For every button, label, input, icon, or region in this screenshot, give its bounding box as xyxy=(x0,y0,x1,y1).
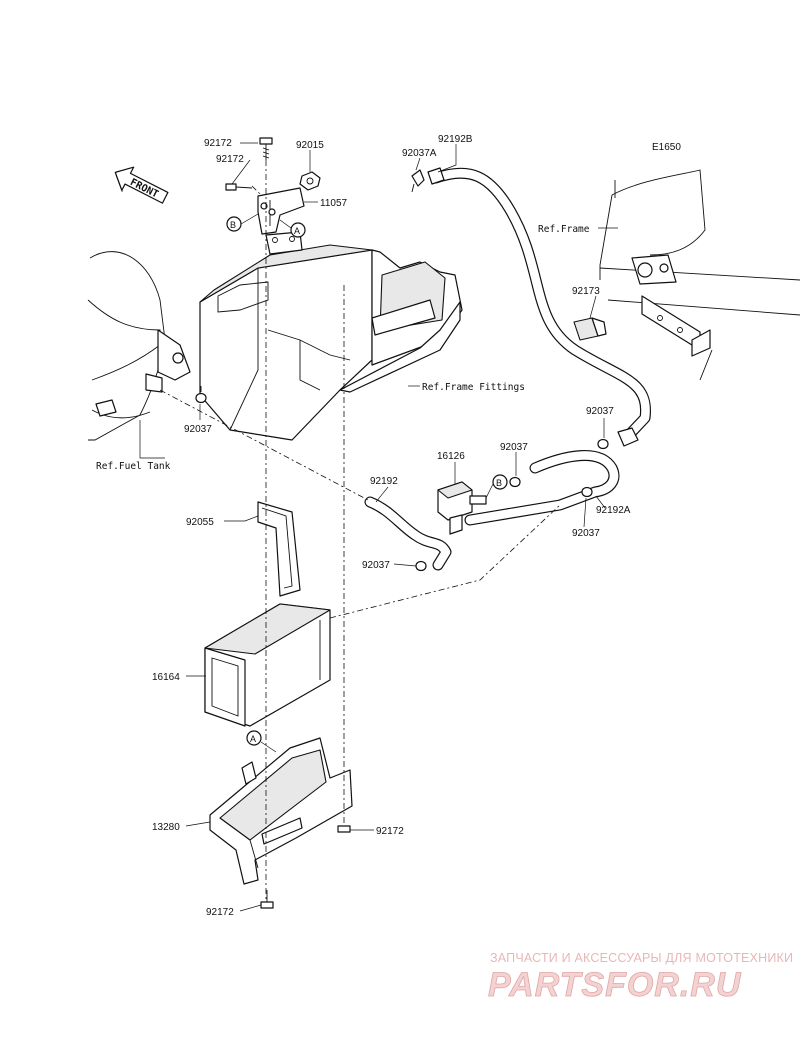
marker-a-top-text: A xyxy=(294,226,300,236)
label-92037-mid: 92037 xyxy=(362,560,390,571)
label-92037-valve: 92037 xyxy=(500,442,528,453)
label-92192: 92192 xyxy=(370,476,398,487)
hose-92192b xyxy=(427,167,652,447)
hose-92192a xyxy=(464,450,620,526)
marker-b-top: B xyxy=(226,213,259,232)
bracket-11057 xyxy=(257,187,305,235)
marker-a-bottom-text: A xyxy=(250,734,256,744)
nut-92015 xyxy=(299,171,321,191)
label-92037-left: 92037 xyxy=(184,424,212,435)
watermark: ЗАПЧАСТИ И АКСЕССУАРЫ ДЛЯ МОТОТЕХНИКИ PA… xyxy=(488,951,793,1004)
hose-92192 xyxy=(364,496,452,571)
clamp-92037a xyxy=(411,169,425,193)
frame-outline xyxy=(599,169,800,381)
ref-fuel-tank: Ref.Fuel Tank xyxy=(96,461,171,472)
label-92015: 92015 xyxy=(296,140,324,151)
label-11057: 11057 xyxy=(320,198,348,209)
label-92172-bottom: 92172 xyxy=(206,907,234,918)
bolt-92172-right xyxy=(337,825,351,833)
clamp-92037-mid xyxy=(415,560,427,572)
assembly-lines xyxy=(159,160,561,900)
diagram-code: E1650 xyxy=(652,142,681,153)
clamp-92037-lower-right xyxy=(581,486,593,498)
label-92037-right: 92037 xyxy=(586,406,614,417)
label-92055: 92055 xyxy=(186,517,214,528)
watermark-logo: PARTSFOR.RU xyxy=(488,966,742,1004)
label-92192a: 92192A xyxy=(596,505,631,516)
bolt-92172-top xyxy=(259,137,273,160)
leader-lines xyxy=(185,142,618,912)
clamp-92037-valve xyxy=(509,476,521,488)
marker-a-top: A xyxy=(279,219,306,238)
clamp-92037-left xyxy=(195,386,207,404)
tray-13280 xyxy=(209,737,353,885)
label-92192b: 92192B xyxy=(438,134,473,145)
marker-a-bottom: A xyxy=(246,730,277,753)
label-92172-mid: 92172 xyxy=(216,154,244,165)
label-92037-lower-right: 92037 xyxy=(572,528,600,539)
label-92037a: 92037A xyxy=(402,148,437,159)
grommet-92173 xyxy=(573,317,607,341)
frame-fittings-bracket xyxy=(199,231,463,441)
ref-frame: Ref.Frame xyxy=(538,224,590,235)
label-92172-right: 92172 xyxy=(376,826,404,837)
watermark-tagline: ЗАПЧАСТИ И АКСЕССУАРЫ ДЛЯ МОТОТЕХНИКИ xyxy=(490,951,793,965)
fuel-tank-outline xyxy=(87,251,191,459)
valve-16126 xyxy=(437,481,487,535)
canister-16164 xyxy=(204,603,331,727)
label-16164: 16164 xyxy=(152,672,180,683)
label-16126: 16126 xyxy=(437,451,465,462)
marker-b-top-text: B xyxy=(230,220,236,230)
clamp-92037-right xyxy=(597,438,609,450)
marker-b-valve: B xyxy=(485,474,508,499)
ref-frame-fittings: Ref.Frame Fittings xyxy=(422,382,525,393)
label-92173: 92173 xyxy=(572,286,600,297)
band-92055 xyxy=(257,501,301,597)
label-13280: 13280 xyxy=(152,822,180,833)
label-92172-top: 92172 xyxy=(204,138,232,149)
marker-b-valve-text: B xyxy=(496,478,502,488)
bolt-92172-bottom xyxy=(260,890,274,909)
bolt-92172-left xyxy=(225,183,253,191)
front-arrow: FRONT xyxy=(114,166,169,204)
